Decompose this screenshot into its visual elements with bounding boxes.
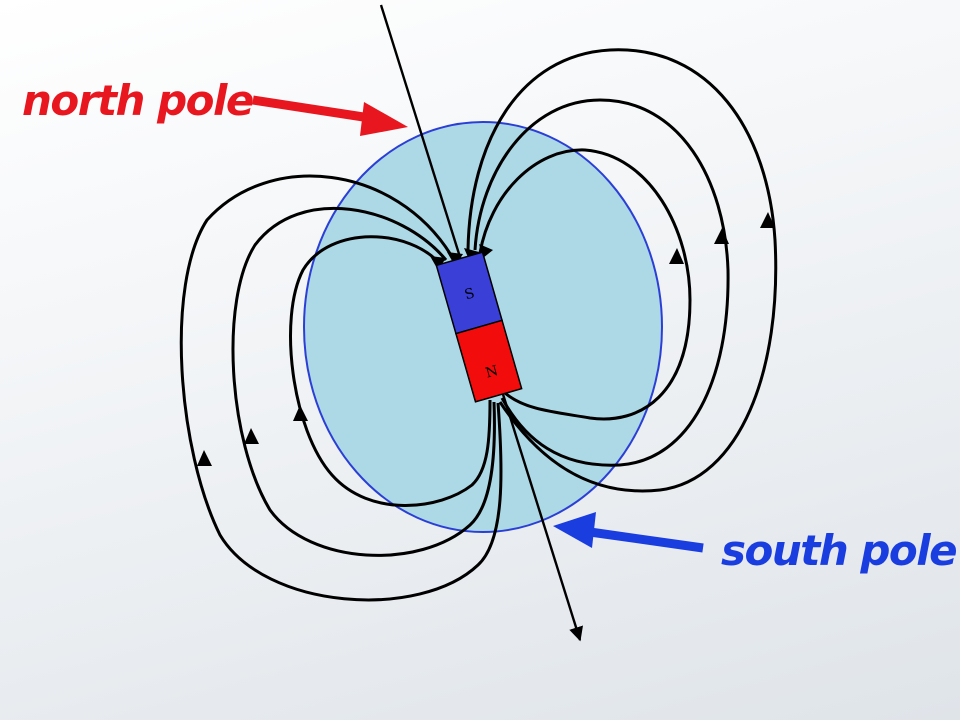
bar-magnet: S N bbox=[435, 251, 523, 403]
south-pole-callout: south pole bbox=[553, 512, 958, 575]
callout-arrow bbox=[252, 95, 371, 123]
south-pole-label: south pole bbox=[721, 526, 956, 575]
magnet-north-half bbox=[455, 319, 523, 403]
field-direction-arrowhead bbox=[714, 228, 729, 244]
field-line-right-inner bbox=[478, 148, 692, 421]
magnet-south-letter: S bbox=[463, 285, 477, 303]
field-line-left-inner bbox=[289, 235, 492, 507]
field-direction-arrowhead bbox=[430, 256, 446, 270]
field-line-right-outer bbox=[466, 48, 778, 493]
field-line-right-middle bbox=[473, 98, 730, 467]
field-direction-arrowhead bbox=[244, 428, 259, 444]
field-direction-arrowhead bbox=[669, 248, 684, 264]
callout-arrow bbox=[589, 527, 704, 553]
callout-arrow-head bbox=[553, 512, 596, 548]
field-direction-arrowhead bbox=[197, 450, 212, 466]
field-lines-right bbox=[466, 48, 778, 493]
field-direction-arrows bbox=[197, 212, 775, 466]
north-pole-label: north pole bbox=[22, 76, 253, 125]
field-direction-arrowhead bbox=[760, 212, 775, 228]
field-lines-left bbox=[179, 174, 503, 602]
callout-arrow-head bbox=[360, 102, 408, 136]
field-line-left-middle bbox=[231, 206, 496, 557]
field-line-left-outer bbox=[179, 174, 503, 602]
field-direction-arrowhead bbox=[293, 405, 308, 421]
magnet-north-letter: N bbox=[484, 363, 500, 382]
north-pole-callout: north pole bbox=[22, 76, 408, 136]
